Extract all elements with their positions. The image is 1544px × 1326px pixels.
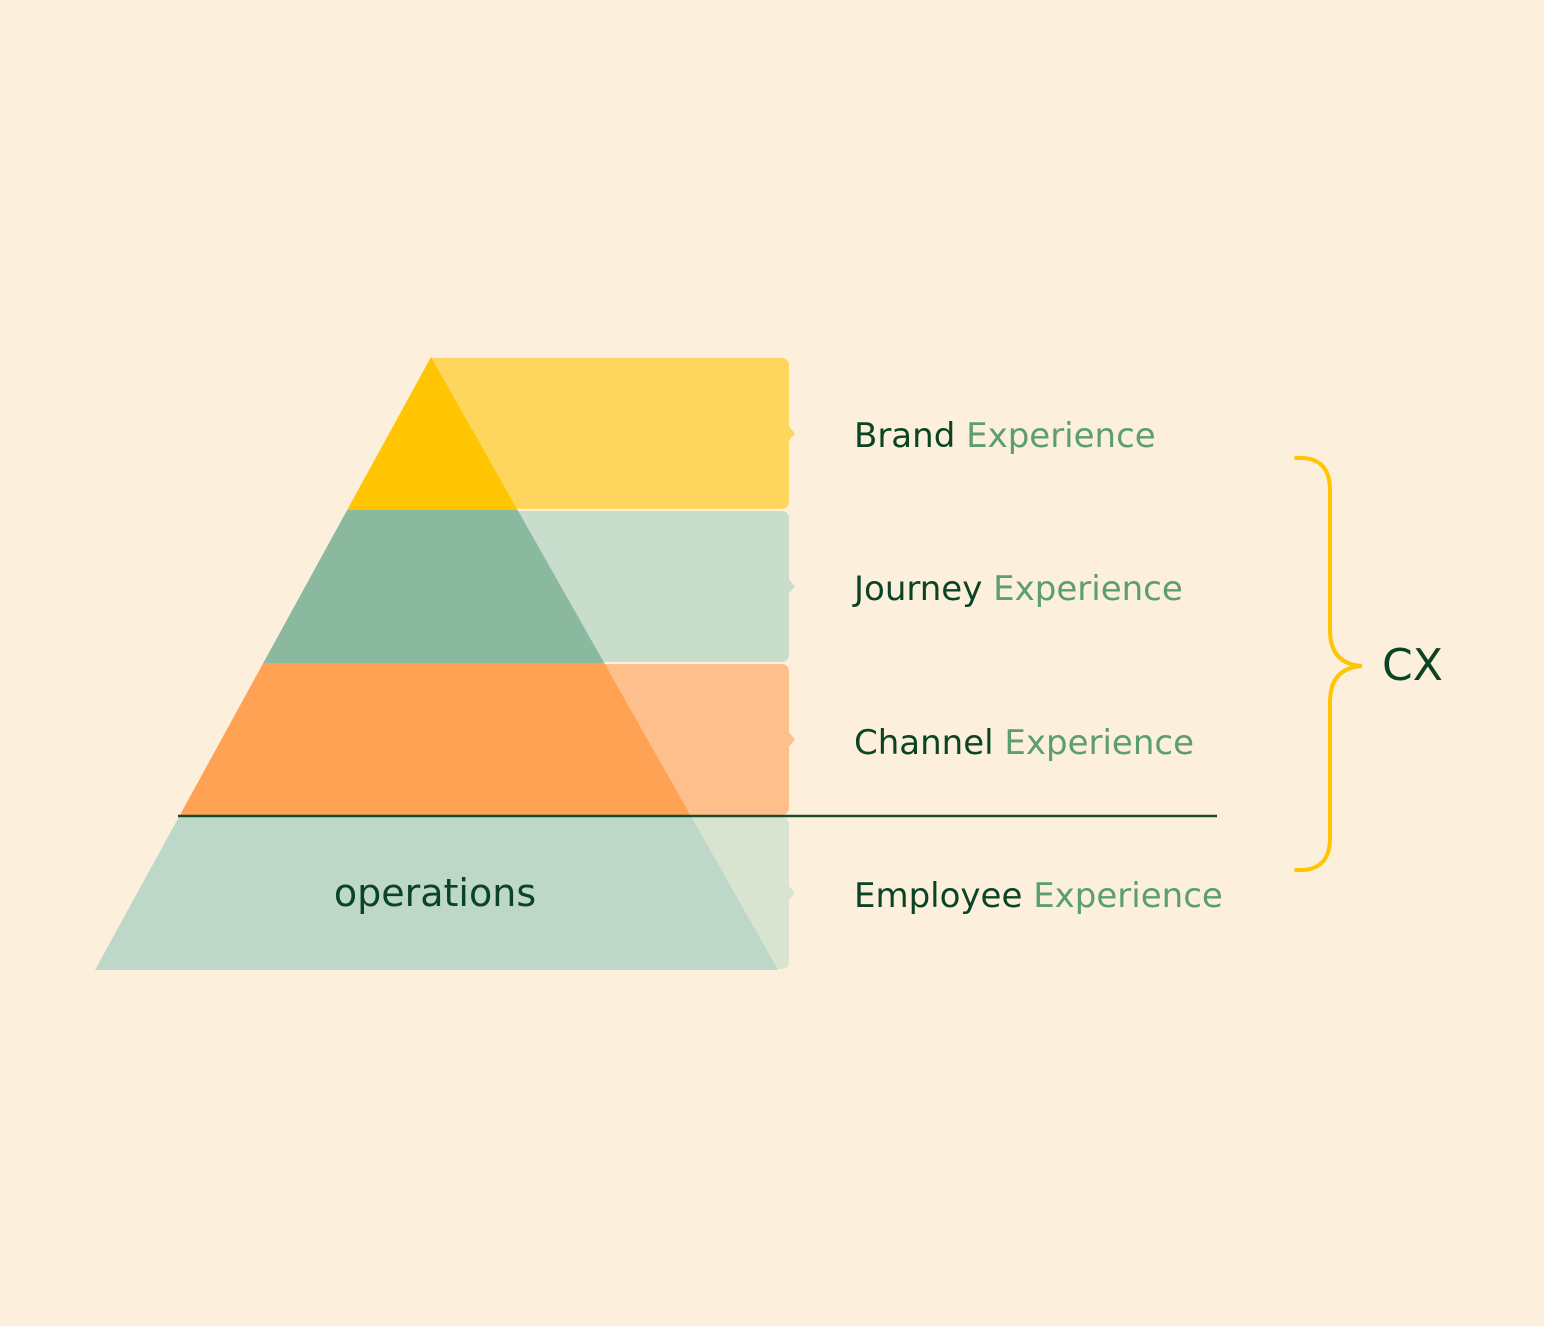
layer-label-journey: Journey Experience bbox=[852, 569, 1183, 609]
layer-label-employee: Employee Experience bbox=[854, 876, 1223, 916]
layer-box-brand bbox=[431, 358, 795, 509]
pyramid-band-employee bbox=[95, 816, 778, 970]
cx-brace-icon bbox=[1294, 455, 1363, 873]
pyramid-band-journey bbox=[263, 510, 605, 663]
pyramid-band-channel bbox=[179, 663, 691, 816]
layer-label-channel: Channel Experience bbox=[854, 723, 1194, 763]
layer-label-brand: Brand Experience bbox=[854, 416, 1156, 456]
cx-label: CX bbox=[1382, 640, 1443, 691]
pyramid-band-brand bbox=[347, 357, 518, 510]
operations-label: operations bbox=[334, 871, 536, 915]
